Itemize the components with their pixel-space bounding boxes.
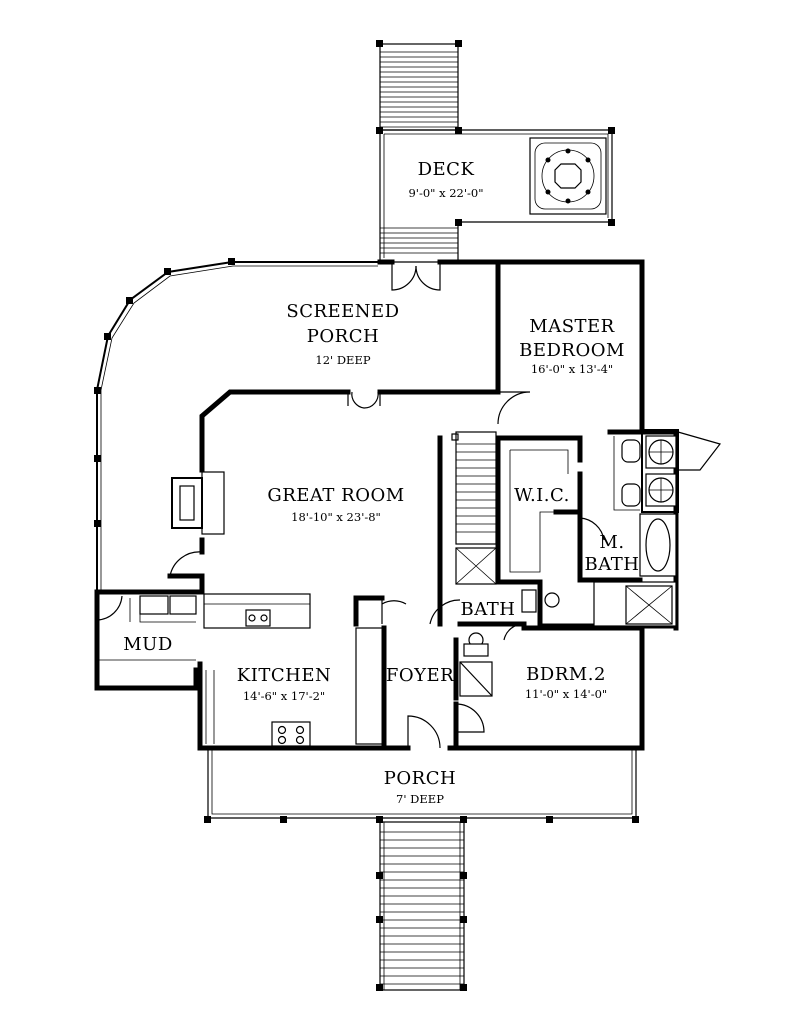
deck-dims: 9'-0" x 22'-0"	[408, 186, 483, 200]
interior-stairs	[437, 431, 497, 605]
screened-porch: SCREENED PORCH 12' DEEP	[94, 258, 399, 592]
porch-dims: 7' DEEP	[396, 792, 444, 806]
front-stairs	[376, 821, 467, 991]
kitchen: KITCHEN 14'-6" x 17'-2"	[203, 593, 407, 751]
master-bedroom-dims: 16'-0" x 13'-4"	[531, 362, 613, 376]
foyer: FOYER	[386, 637, 493, 749]
master-bath-name-line1: M.	[599, 532, 624, 553]
bedroom-2: BDRM.2 11'-0" x 14'-0"	[453, 625, 645, 751]
master-bedroom-name-line1: MASTER	[529, 316, 614, 337]
screened-porch-dims: 12' DEEP	[315, 353, 370, 367]
master-bath-name-line2: BATH	[585, 554, 640, 575]
great-room-dims: 18'-10" x 23'-8"	[291, 510, 381, 524]
wic-name: W.I.C.	[514, 485, 570, 506]
rear-stairs	[376, 40, 462, 131]
screened-porch-name-line2: PORCH	[307, 326, 379, 347]
mud-room: MUD	[94, 589, 203, 691]
great-room: GREAT ROOM 18'-10" x 23'-8"	[267, 485, 404, 524]
hot-tub-icon	[529, 137, 607, 215]
french-doors	[377, 259, 501, 291]
master-bedroom-name-line2: BEDROOM	[519, 340, 625, 361]
bedroom2-name: BDRM.2	[526, 664, 606, 685]
mud-name: MUD	[123, 634, 173, 655]
stove-icon	[271, 721, 311, 747]
kitchen-dims: 14'-6" x 17'-2"	[243, 689, 325, 703]
front-porch: PORCH 7' DEEP	[204, 748, 639, 823]
screened-porch-name-line1: SCREENED	[286, 301, 399, 322]
bedroom2-dims: 11'-0" x 14'-0"	[525, 687, 607, 701]
walk-in-closet: W.I.C.	[495, 435, 583, 585]
porch-name: PORCH	[384, 768, 456, 789]
deck-name: DECK	[418, 159, 475, 180]
hall-bath: BATH	[429, 589, 560, 657]
great-room-name: GREAT ROOM	[267, 485, 404, 506]
fireplace-icon	[171, 471, 225, 535]
exterior-walls	[167, 389, 645, 751]
kitchen-name: KITCHEN	[237, 665, 331, 686]
bath-name: BATH	[461, 599, 516, 620]
master-bedroom: MASTER BEDROOM 16'-0" x 13'-4"	[495, 259, 645, 435]
washer-dryer-icon	[641, 429, 722, 513]
foyer-name: FOYER	[386, 665, 454, 686]
